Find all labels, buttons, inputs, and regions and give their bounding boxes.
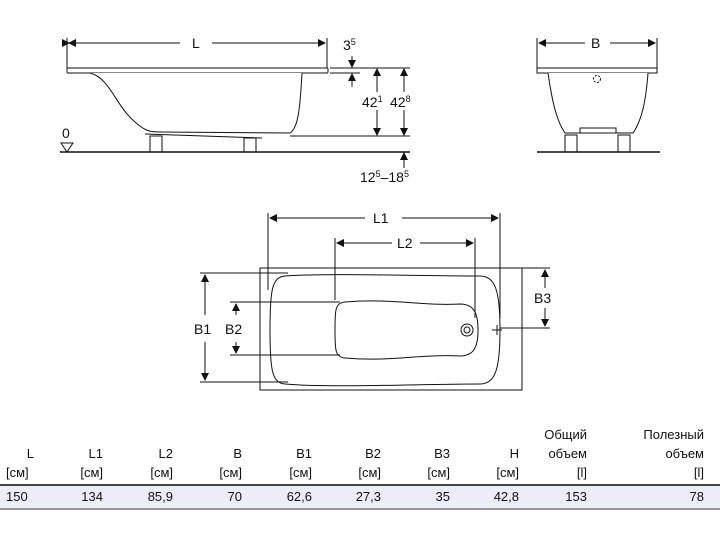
total-height-label: 428 xyxy=(390,94,411,110)
header-b: B[см] xyxy=(219,446,242,480)
width-label: B xyxy=(591,35,600,51)
dimensions-table: L[см] L1[см] L2[см] B[см] B1[см] B2[см] … xyxy=(0,424,720,510)
floor-level-label: 0 xyxy=(62,125,70,141)
b3-label: B3 xyxy=(534,290,551,306)
table-header: L[см] L1[см] L2[см] B[см] B1[см] B2[см] … xyxy=(0,424,720,484)
b1-label: B1 xyxy=(194,321,211,337)
header-h: H[см] xyxy=(496,446,519,480)
rim-thickness-label: 35 xyxy=(343,37,356,53)
cell-b: 70 xyxy=(227,489,242,504)
header-l1: L1[см] xyxy=(80,446,103,480)
header-b3: B3[см] xyxy=(427,446,450,480)
table-row: 150 134 85,9 70 62,6 27,3 35 42,8 153 78 xyxy=(0,484,720,510)
l1-label: L1 xyxy=(373,210,389,226)
cell-b1: 62,6 xyxy=(286,489,312,504)
length-label: L xyxy=(192,35,200,51)
feet-height-label: 125–185 xyxy=(360,169,409,185)
cell-b3: 35 xyxy=(435,489,450,504)
header-b2: B2[см] xyxy=(358,446,381,480)
cell-useful-volume: 78 xyxy=(689,489,704,504)
cell-l1: 134 xyxy=(81,489,103,504)
b2-label: B2 xyxy=(225,321,242,337)
header-b1: B1[см] xyxy=(289,446,312,480)
side-view xyxy=(60,38,410,168)
cell-total-volume: 153 xyxy=(565,489,587,504)
cell-l2: 85,9 xyxy=(147,489,173,504)
end-view xyxy=(536,38,660,153)
top-view xyxy=(200,213,550,391)
header-l2: L2[см] xyxy=(150,446,173,480)
cell-l: 150 xyxy=(6,489,28,504)
header-l: L[см] xyxy=(6,446,34,480)
inner-height-label: 421 xyxy=(362,94,383,110)
l2-label: L2 xyxy=(397,235,413,251)
cell-b2: 27,3 xyxy=(355,489,381,504)
bathtub-dimension-drawing: L 35 421 428 0 125–185 B xyxy=(60,35,660,391)
cell-h: 42,8 xyxy=(493,489,519,504)
